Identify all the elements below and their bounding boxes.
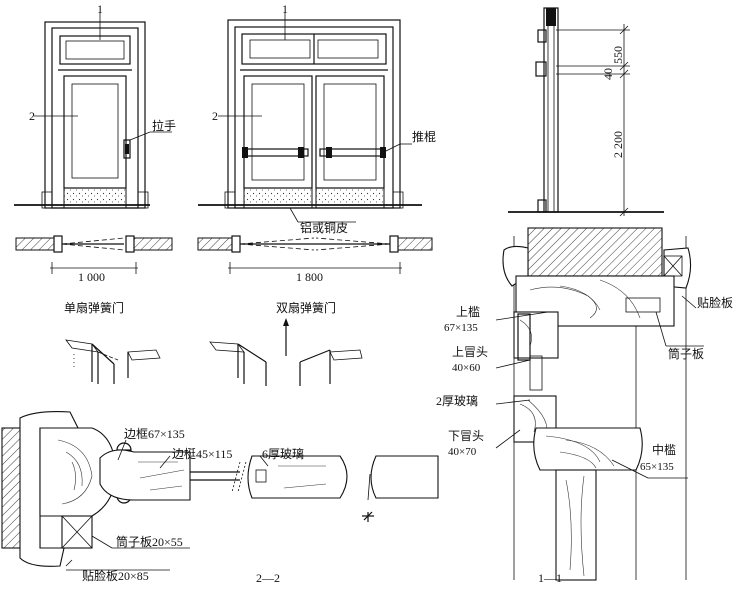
top-jamb-size: 67×135: [444, 322, 478, 334]
single-door-title: 单扇弹簧门: [64, 300, 124, 315]
double-door-title: 双扇弹簧门: [276, 300, 336, 315]
glass-2-label: 2厚玻璃: [436, 394, 478, 408]
ref-2-double: 2: [212, 109, 218, 123]
dim-550: 550: [611, 46, 625, 64]
bottom-rail-label: 下冒头: [448, 429, 484, 443]
double-door-plan: [197, 235, 433, 274]
single-swing-sketch: [65, 339, 161, 384]
handle-label: 拉手: [152, 118, 176, 133]
bottom-rail-size: 40×70: [448, 446, 477, 458]
kick-plate-label: 铝或铜皮: [300, 220, 348, 235]
single-door-plan: [15, 235, 173, 274]
width-single: 1 000: [78, 270, 105, 284]
ref-1-single: 1: [97, 2, 103, 16]
section-2-2: [1, 411, 439, 571]
double-door-elevation: [198, 12, 422, 223]
casing-right-label: 贴脸板: [697, 296, 733, 310]
ref-1-double: 1: [282, 2, 288, 16]
mid-jamb-size: 65×135: [640, 461, 674, 473]
lining-bottom-label: 筒子板20×55: [116, 534, 183, 549]
double-swing-sketch: [209, 318, 363, 386]
top-rail-size: 40×60: [452, 362, 481, 374]
lining-right-label: 筒子板: [668, 346, 704, 361]
casing-bottom-label: 贴脸板20×85: [82, 569, 149, 583]
ref-2-single: 2: [29, 109, 35, 123]
top-rail-label: 上冒头: [452, 345, 488, 359]
width-double: 1 800: [296, 270, 323, 284]
mid-jamb-label: 中槛: [652, 442, 676, 457]
side-frame-label: 边框67×135: [124, 427, 185, 441]
section-1-1-title: 1—1: [538, 571, 562, 585]
top-jamb-label: 上槛: [456, 304, 480, 319]
section-1-1: [495, 227, 704, 581]
stile-label: 边梃45×115: [172, 446, 232, 461]
glass-6-label: 6厚玻璃: [262, 447, 304, 461]
single-door-elevation: [14, 12, 172, 209]
dim-40: 40: [601, 68, 615, 80]
side-elevation: [508, 7, 664, 217]
dim-2200: 2 200: [611, 131, 625, 158]
section-2-2-title: 2—2: [256, 571, 280, 585]
push-bar-label: 推棍: [412, 130, 436, 144]
